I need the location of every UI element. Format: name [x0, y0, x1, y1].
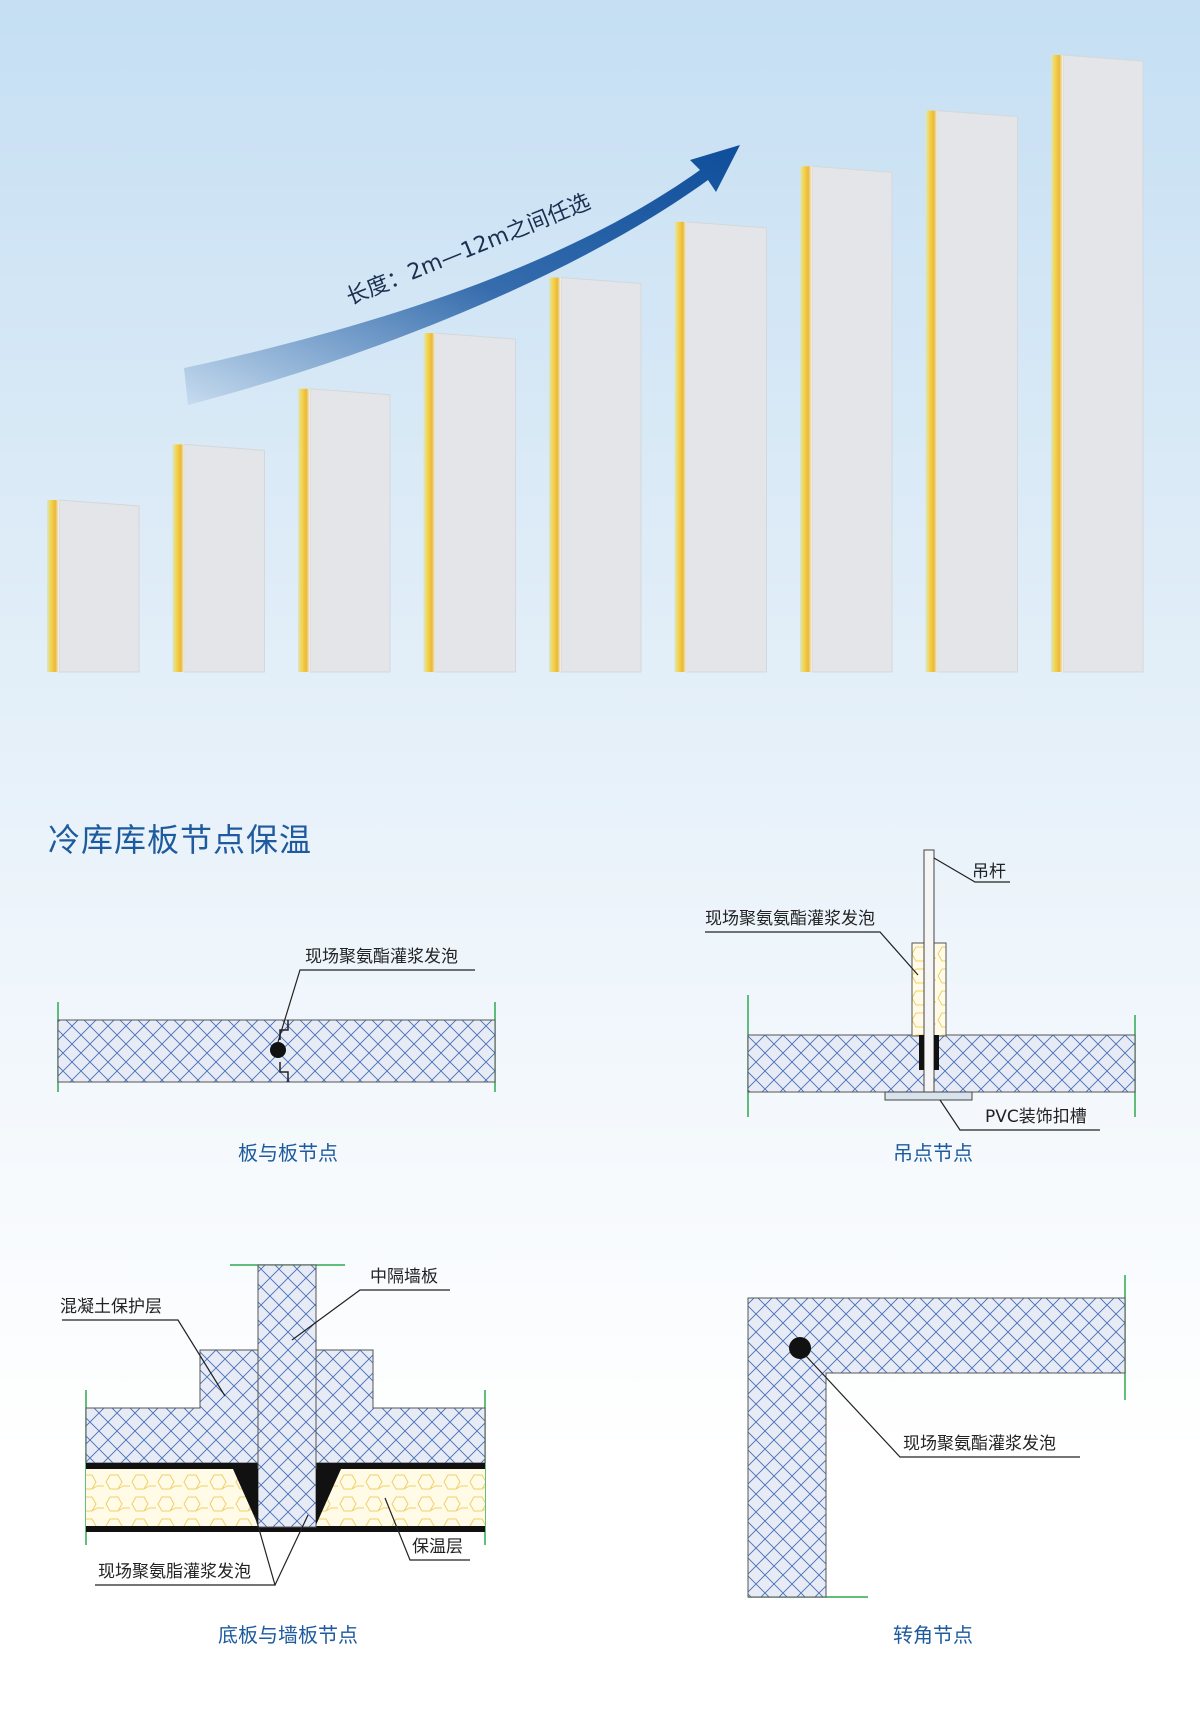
caption-corner: 转角节点: [893, 1623, 973, 1647]
corner-foam-point: [789, 1337, 811, 1359]
floor-wall-diagram: 混凝土保护层 中隔墙板 保温层 现场聚氨脂灌浆发泡 底板与墙板节点: [60, 1264, 486, 1647]
caption-floor-wall: 底板与墙板节点: [218, 1623, 358, 1647]
caption-panel-joint: 板与板节点: [238, 1141, 338, 1165]
callout-partition: 中隔墙板: [370, 1267, 438, 1287]
caption-hanging-point: 吊点节点: [893, 1141, 973, 1165]
sandwich-panel-8: [925, 110, 1018, 673]
callout-foam-corner: 现场聚氨酯灌浆发泡: [903, 1434, 1056, 1454]
corner-diagram: 现场聚氨酯灌浆发泡 转角节点: [747, 1275, 1126, 1647]
callout-foam-hanging: 现场聚氨氨酯灌浆发泡: [705, 909, 875, 929]
sandwich-panel-3: [298, 388, 391, 673]
panel-joint-diagram: 现场聚氨酯灌浆发泡 板与板节点: [57, 947, 496, 1165]
callout-pvc: PVC装饰扣槽: [985, 1107, 1087, 1127]
panel-series: [47, 54, 1144, 673]
sandwich-panel-6: [674, 221, 767, 673]
sandwich-panel-9: [1051, 54, 1144, 673]
corner-panel: [747, 1297, 1126, 1598]
sandwich-panel-7: [800, 165, 893, 673]
sandwich-panel-2: [172, 443, 265, 673]
callout-foam-floor: 现场聚氨脂灌浆发泡: [98, 1562, 251, 1582]
sandwich-panel-1: [47, 499, 140, 673]
hanging-point-diagram: 吊杆 现场聚氨氨酯灌浆发泡 PVC装饰扣槽 吊点节点: [705, 849, 1136, 1165]
foam-injection-point: [270, 1042, 286, 1058]
hanger-rod: [923, 849, 935, 1101]
pvc-trim: [884, 1091, 973, 1101]
length-arrow: [184, 145, 740, 405]
hanging-panel: [747, 1034, 1136, 1093]
callout-foam: 现场聚氨酯灌浆发泡: [305, 947, 458, 967]
callout-concrete: 混凝土保护层: [60, 1297, 162, 1317]
callout-insulation: 保温层: [412, 1537, 463, 1557]
sandwich-panel-4: [423, 332, 516, 673]
sandwich-panel-5: [549, 276, 642, 673]
partition-wall: [257, 1264, 317, 1528]
callout-rod: 吊杆: [972, 862, 1006, 882]
section-title: 冷库库板节点保温: [48, 821, 313, 859]
